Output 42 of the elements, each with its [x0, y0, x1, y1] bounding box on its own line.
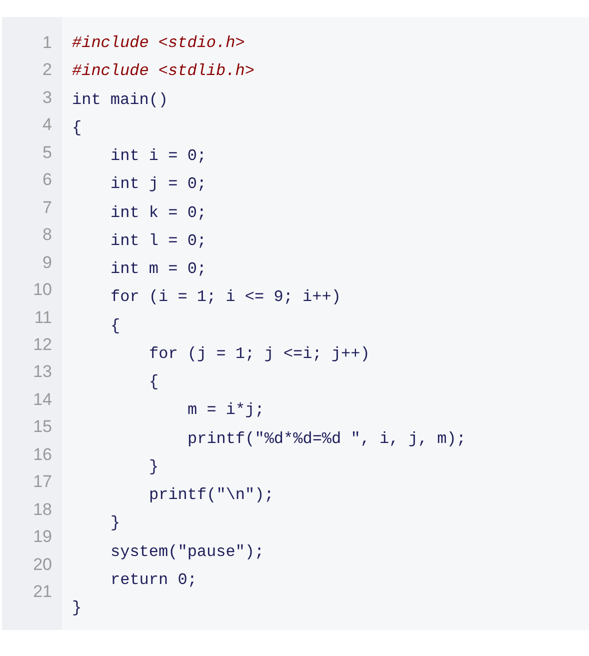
- line-number: 17: [33, 472, 52, 492]
- line-number: 20: [33, 554, 52, 575]
- code-line: }: [110, 513, 120, 534]
- line-number: 14: [33, 390, 52, 410]
- code-line: int k = 0;: [110, 202, 207, 222]
- line-number: 11: [34, 308, 52, 328]
- code-line: #include <stdio.h>: [72, 33, 245, 53]
- code-line: return 0;: [110, 570, 197, 590]
- line-number: 16: [33, 444, 52, 465]
- code-line: int main(): [72, 90, 168, 110]
- code-line: int i = 0;: [110, 146, 207, 166]
- code-line: system("pause");: [110, 542, 264, 562]
- code-line: int l = 0;: [110, 230, 207, 251]
- code-line: {: [149, 372, 159, 392]
- line-number: 3: [42, 88, 52, 108]
- code-line: int j = 0;: [110, 174, 207, 194]
- code-line: {: [72, 118, 82, 138]
- code-line: m = i*j;: [188, 400, 264, 420]
- code-line: for (j = 1; j <=i; j++): [149, 344, 370, 364]
- code-line: #include <stdlib.h>: [72, 61, 254, 82]
- line-number: 5: [42, 142, 52, 163]
- line-number: 6: [42, 170, 52, 190]
- line-number: 21: [33, 582, 52, 602]
- line-number: 1: [42, 33, 52, 53]
- code-line: printf("%d*%d=%d ", i, j, m);: [188, 428, 466, 448]
- code-line: }: [149, 456, 159, 477]
- line-number: 2: [42, 60, 52, 80]
- line-number: 4: [42, 115, 52, 136]
- code-line: for (i = 1; i <= 9; i++): [110, 287, 341, 308]
- line-number: 9: [42, 252, 52, 273]
- code-line: {: [110, 316, 120, 336]
- code-line: int m = 0;: [110, 259, 207, 279]
- line-number: 7: [42, 198, 52, 218]
- code-line: printf("\n");: [149, 485, 274, 505]
- line-number: 10: [33, 280, 52, 300]
- line-number: 8: [42, 225, 52, 246]
- line-number: 13: [33, 362, 52, 382]
- line-number: 18: [33, 500, 52, 520]
- line-number: 15: [33, 417, 52, 438]
- line-number: 12: [33, 334, 52, 355]
- code-line: }: [72, 598, 82, 618]
- line-number: 19: [33, 527, 52, 548]
